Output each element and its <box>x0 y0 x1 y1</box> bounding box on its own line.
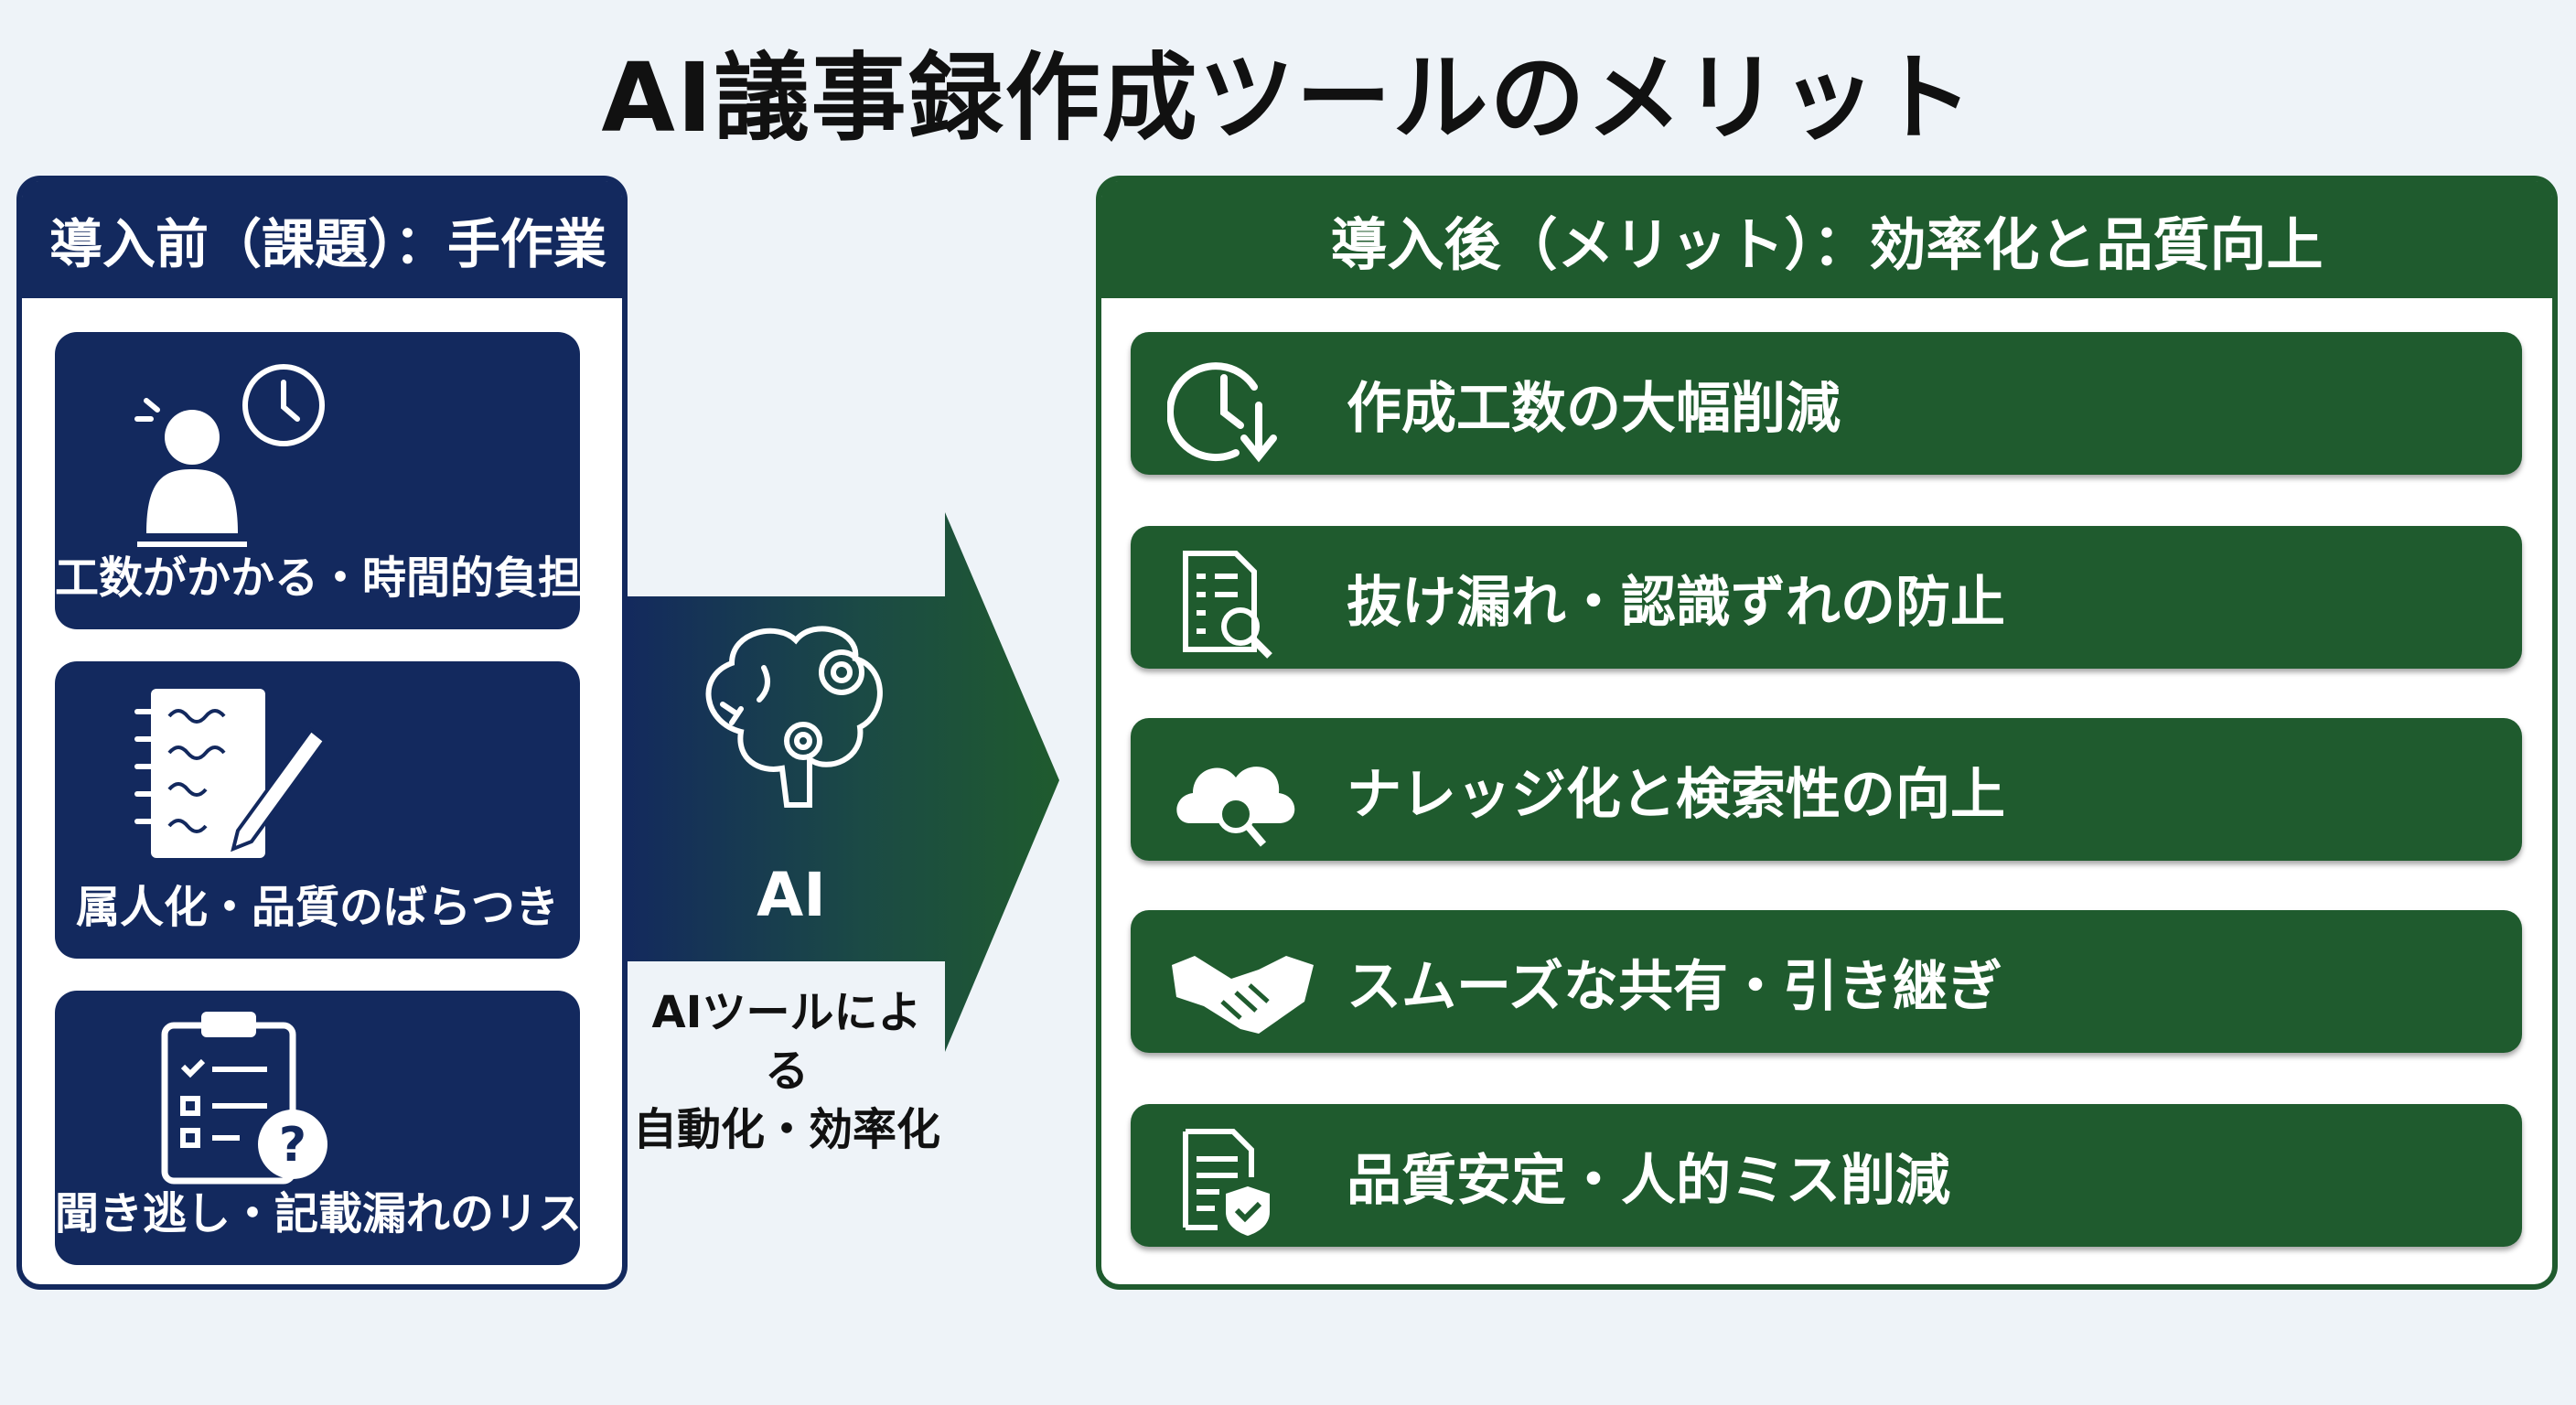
document-search-icon <box>1183 551 1272 659</box>
caption-line-2: 自動化・効率化 <box>632 1104 940 1155</box>
before-heading: 導入前（課題）：手作業 <box>22 181 622 298</box>
arrow-shape <box>622 512 1059 1052</box>
handshake-icon <box>1172 956 1314 1034</box>
caption-line-1: AIツールによる <box>651 987 922 1097</box>
svg-text:?: ? <box>279 1118 306 1173</box>
after-item-effort-reduction: 作成工数の大幅削減 <box>1131 332 2522 475</box>
ai-label: AI <box>757 860 826 930</box>
after-item-quality-stability: 品質安定・人的ミス削減 <box>1131 1104 2522 1247</box>
after-item-label: 品質安定・人的ミス削減 <box>1347 1148 1950 1213</box>
after-item-sharing-handover: スムーズな共有・引き継ぎ <box>1131 910 2522 1053</box>
arrow-caption: AIツールによる 自動化・効率化 <box>631 983 942 1159</box>
after-panel: 導入後（メリット）：効率化と品質向上 作成工数の大幅削減 抜け漏れ・認識ずれの防… <box>1096 176 2558 1290</box>
after-item-label: 作成工数の大幅削減 <box>1347 376 1841 441</box>
stressed-person-clock-icon <box>134 364 325 547</box>
before-item-quality: 属人化・品質のばらつき <box>55 661 580 959</box>
page-title: AI議事録作成ツールのメリット <box>601 42 1975 154</box>
after-item-label: 抜け漏れ・認識ずれの防止 <box>1347 570 2005 635</box>
after-item-label: ナレッジ化と検索性の向上 <box>1347 762 2005 827</box>
before-item-label: 工数がかかる・時間的負担 <box>55 552 583 604</box>
before-item-risk: ? 聞き逃し・記載漏れのリスク <box>55 991 627 1265</box>
before-item-workload: 工数がかかる・時間的負担 <box>55 332 583 629</box>
after-heading: 導入後（メリット）：効率化と品質向上 <box>1101 181 2552 298</box>
clock-down-arrow-icon <box>1167 362 1277 463</box>
document-shield-check-icon <box>1183 1129 1270 1236</box>
handwritten-notes-pen-icon <box>134 689 327 858</box>
brain-gears-icon <box>705 626 883 808</box>
after-item-knowledge-search: ナレッジ化と検索性の向上 <box>1131 718 2522 861</box>
before-item-label: 聞き逃し・記載漏れのリスク <box>55 1188 627 1239</box>
before-item-label: 属人化・品質のばらつき <box>75 882 559 933</box>
cloud-search-icon <box>1176 767 1295 847</box>
after-item-omission-prevention: 抜け漏れ・認識ずれの防止 <box>1131 526 2522 669</box>
before-panel: 導入前（課題）：手作業 工数がかかる・時間的負担 属人化・品質のばらつき ? <box>16 176 628 1290</box>
after-item-label: スムーズな共有・引き継ぎ <box>1347 954 2002 1019</box>
clipboard-question-icon: ? <box>161 1012 327 1185</box>
